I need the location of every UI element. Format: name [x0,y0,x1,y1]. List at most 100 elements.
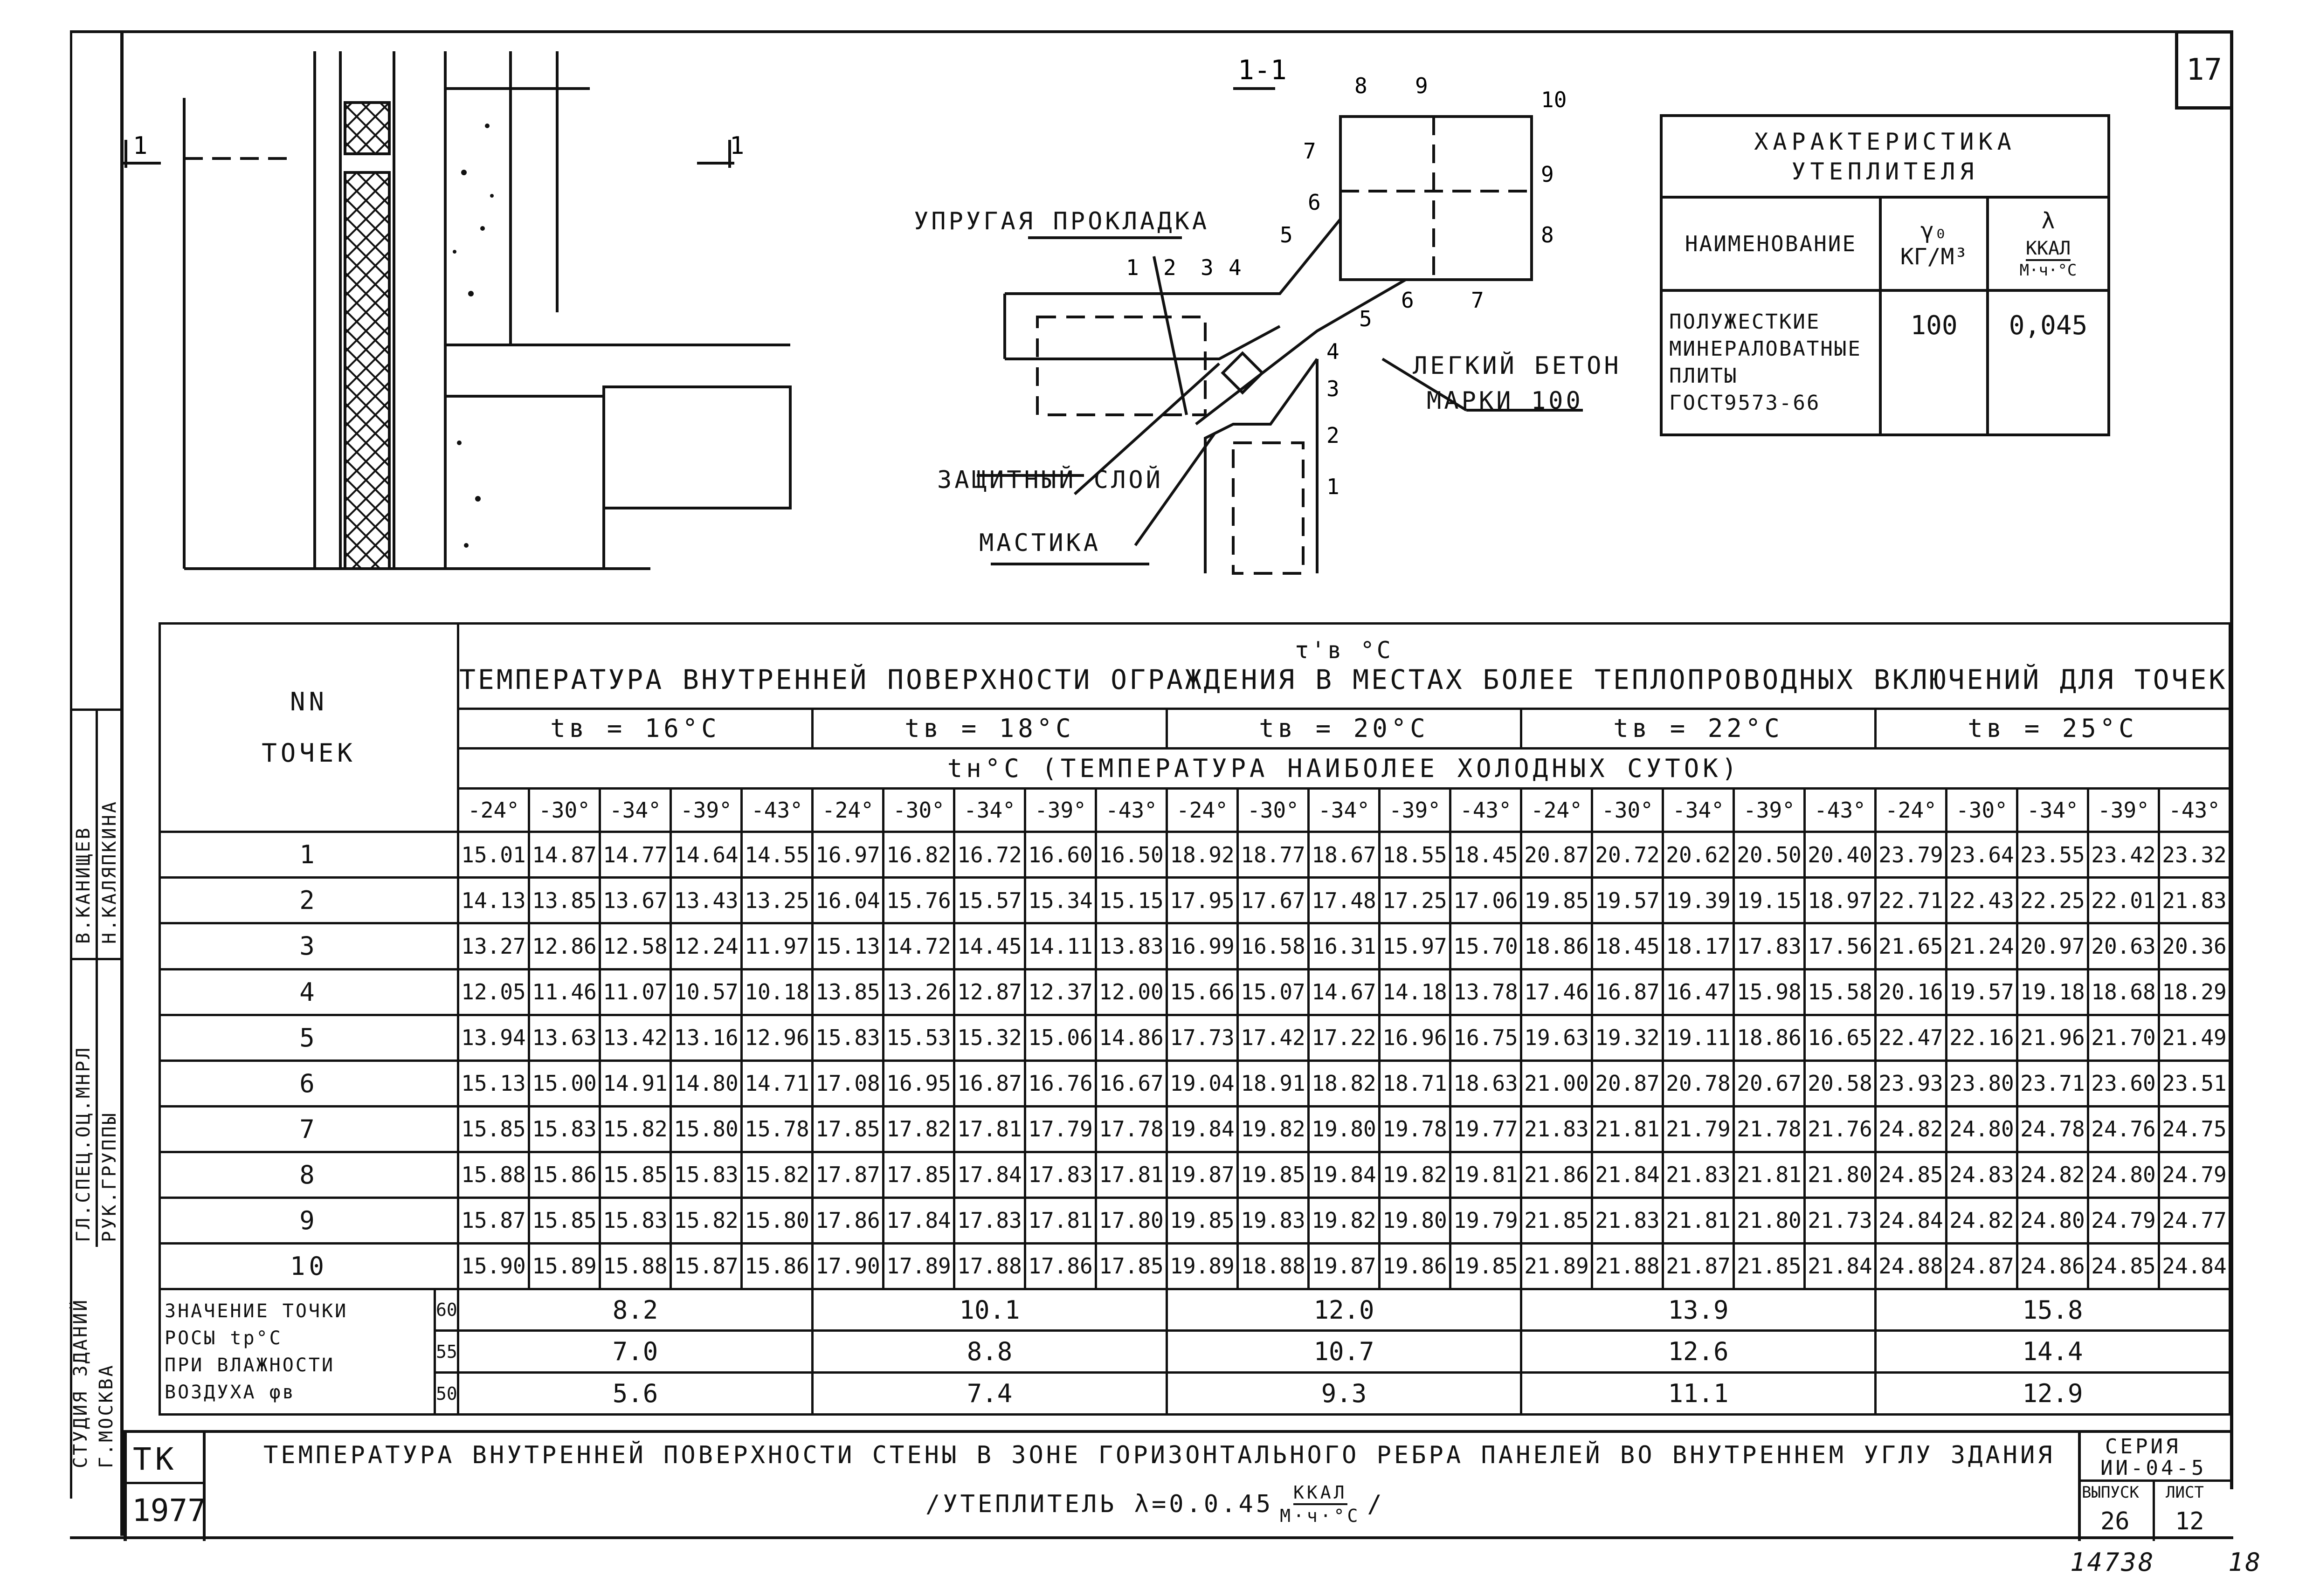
svg-text:5: 5 [1280,222,1293,248]
temperature-cell: 19.63 [1520,1013,1593,1062]
tn-value: -30° [1591,787,1664,833]
wall-elevation [183,51,792,570]
stamp-title-2: /УТЕПЛИТЕЛЬ λ=0.0.45 ККАЛ М·ч·°С / [925,1482,1385,1526]
tb-group-2: tв = 20°С [1166,707,1522,750]
temperature-cell: 24.80 [1945,1105,2018,1153]
tn-value: -24° [1520,787,1593,833]
temperature-cell: 15.86 [740,1242,814,1290]
temperature-cell: 15.82 [740,1150,814,1199]
temperature-cell: 12.58 [599,922,672,970]
point-number: 8 [159,1150,459,1199]
temperature-cell: 21.73 [1803,1196,1877,1245]
temperature-cell: 20.87 [1591,1059,1664,1108]
sheet-number-box: 17 [2175,30,2233,110]
temperature-cell: 16.58 [1236,922,1310,970]
temperature-cell: 20.36 [2157,922,2231,970]
temperature-cell: 17.85 [1095,1242,1168,1290]
temperature-cell: 19.80 [1378,1196,1451,1245]
temperature-cell: 16.96 [1378,1013,1451,1062]
temperature-cell: 11.07 [599,968,672,1016]
temperature-cell: 21.89 [1520,1242,1593,1290]
svg-text:8: 8 [1541,222,1554,248]
temperature-cell: 24.80 [2016,1196,2089,1245]
temperature-cell: 18.88 [1236,1242,1310,1290]
temperature-cell: 19.39 [1662,876,1735,925]
side-name-1: В.КАНИЩЕВ [73,826,94,944]
temperature-cell: 17.48 [1307,876,1381,925]
temperature-cell: 20.72 [1591,831,1664,879]
dew-point-value: 14.4 [1874,1329,2231,1374]
col-density: γ₀ КГ/М³ [1879,196,1989,292]
temperature-cell: 21.83 [1520,1105,1593,1153]
temperature-cell: 24.79 [2157,1150,2231,1199]
temperature-cell: 18.67 [1307,831,1381,879]
svg-text:8: 8 [1354,73,1367,98]
temperature-cell: 21.85 [1520,1196,1593,1245]
frame-inner-left-line [70,30,72,1499]
temperature-cell: 17.95 [1166,876,1239,925]
dew-point-value: 15.8 [1874,1287,2231,1332]
point-number: 1 [159,831,459,879]
tn-value: -39° [1378,787,1451,833]
temperature-cell: 21.49 [2157,1013,2231,1062]
temperature-cell: 17.87 [811,1150,884,1199]
temperature-cell: 22.71 [1874,876,1947,925]
temperature-cell: 17.84 [882,1196,955,1245]
cut-mark-right: 1 [730,132,744,160]
temperature-cell: 21.70 [2087,1013,2160,1062]
stamp-title-1: ТЕМПЕРАТУРА ВНУТРЕННЕЙ ПОВЕРХНОСТИ СТЕНЫ… [263,1441,2055,1469]
temperature-cell: 15.85 [528,1196,601,1245]
temperature-cell: 15.85 [457,1105,530,1153]
temperature-cell: 19.79 [1449,1196,1522,1245]
temperature-cell: 13.94 [457,1013,530,1062]
side-role-2: РУК.ГРУППЫ [99,1111,120,1242]
svg-text:9: 9 [1541,162,1554,187]
temperature-cell: 20.50 [1733,831,1806,879]
temperature-cell: 12.96 [740,1013,814,1062]
temperature-cell: 15.83 [670,1150,743,1199]
temperature-cell: 18.77 [1236,831,1310,879]
tn-value: -24° [811,787,884,833]
temperature-cell: 19.82 [1378,1150,1451,1199]
col-name: НАИМЕНОВАНИЕ [1660,196,1882,292]
temperature-cell: 19.85 [1236,1150,1310,1199]
issue-value: 26 [2100,1507,2130,1535]
temperature-cell: 19.11 [1662,1013,1735,1062]
temperature-cell: 24.76 [2087,1105,2160,1153]
temperature-cell: 24.85 [2087,1242,2160,1290]
temperature-cell: 14.72 [882,922,955,970]
temperature-cell: 24.78 [2016,1105,2089,1153]
temperature-cell: 24.82 [1874,1105,1947,1153]
temperature-cell: 19.82 [1236,1105,1310,1153]
temperature-cell: 17.22 [1307,1013,1381,1062]
tn-value: -43° [1803,787,1877,833]
temperature-cell: 20.67 [1733,1059,1806,1108]
temperature-cell: 17.46 [1520,968,1593,1016]
temperature-cell: 21.81 [1591,1105,1664,1153]
temperature-cell: 17.83 [1733,922,1806,970]
tn-value: -39° [670,787,743,833]
dew-point-value: 8.2 [457,1287,814,1332]
temperature-cell: 17.88 [953,1242,1026,1290]
temperature-cell: 15.86 [528,1150,601,1199]
temperature-cell: 19.83 [1236,1196,1310,1245]
temperature-cell: 17.06 [1449,876,1522,925]
temperature-cell: 14.86 [1095,1013,1168,1062]
tb-group-0: tв = 16°С [457,707,814,750]
temperature-cell: 21.80 [1803,1150,1877,1199]
dew-point-value: 11.1 [1520,1371,1877,1416]
temperature-cell: 24.85 [1874,1150,1947,1199]
temperature-cell: 16.65 [1803,1013,1877,1062]
temperature-cell: 15.88 [457,1150,530,1199]
temperature-cell: 18.17 [1662,922,1735,970]
temperature-cell: 22.25 [2016,876,2089,925]
insulation-table: ХАРАКТЕРИСТИКА УТЕПЛИТЕЛЯ НАИМЕНОВАНИЕ γ… [1660,114,2110,436]
dew-point-value: 9.3 [1166,1371,1522,1416]
insulation-title: ХАРАКТЕРИСТИКА УТЕПЛИТЕЛЯ [1660,114,2110,199]
svg-text:1: 1 [1126,255,1139,280]
archive-number: 14738 18 [2070,1548,2263,1577]
temperature-cell: 15.78 [740,1105,814,1153]
temperature-cell: 15.98 [1733,968,1806,1016]
temperature-cell: 13.25 [740,876,814,925]
temperature-cell: 15.88 [599,1242,672,1290]
